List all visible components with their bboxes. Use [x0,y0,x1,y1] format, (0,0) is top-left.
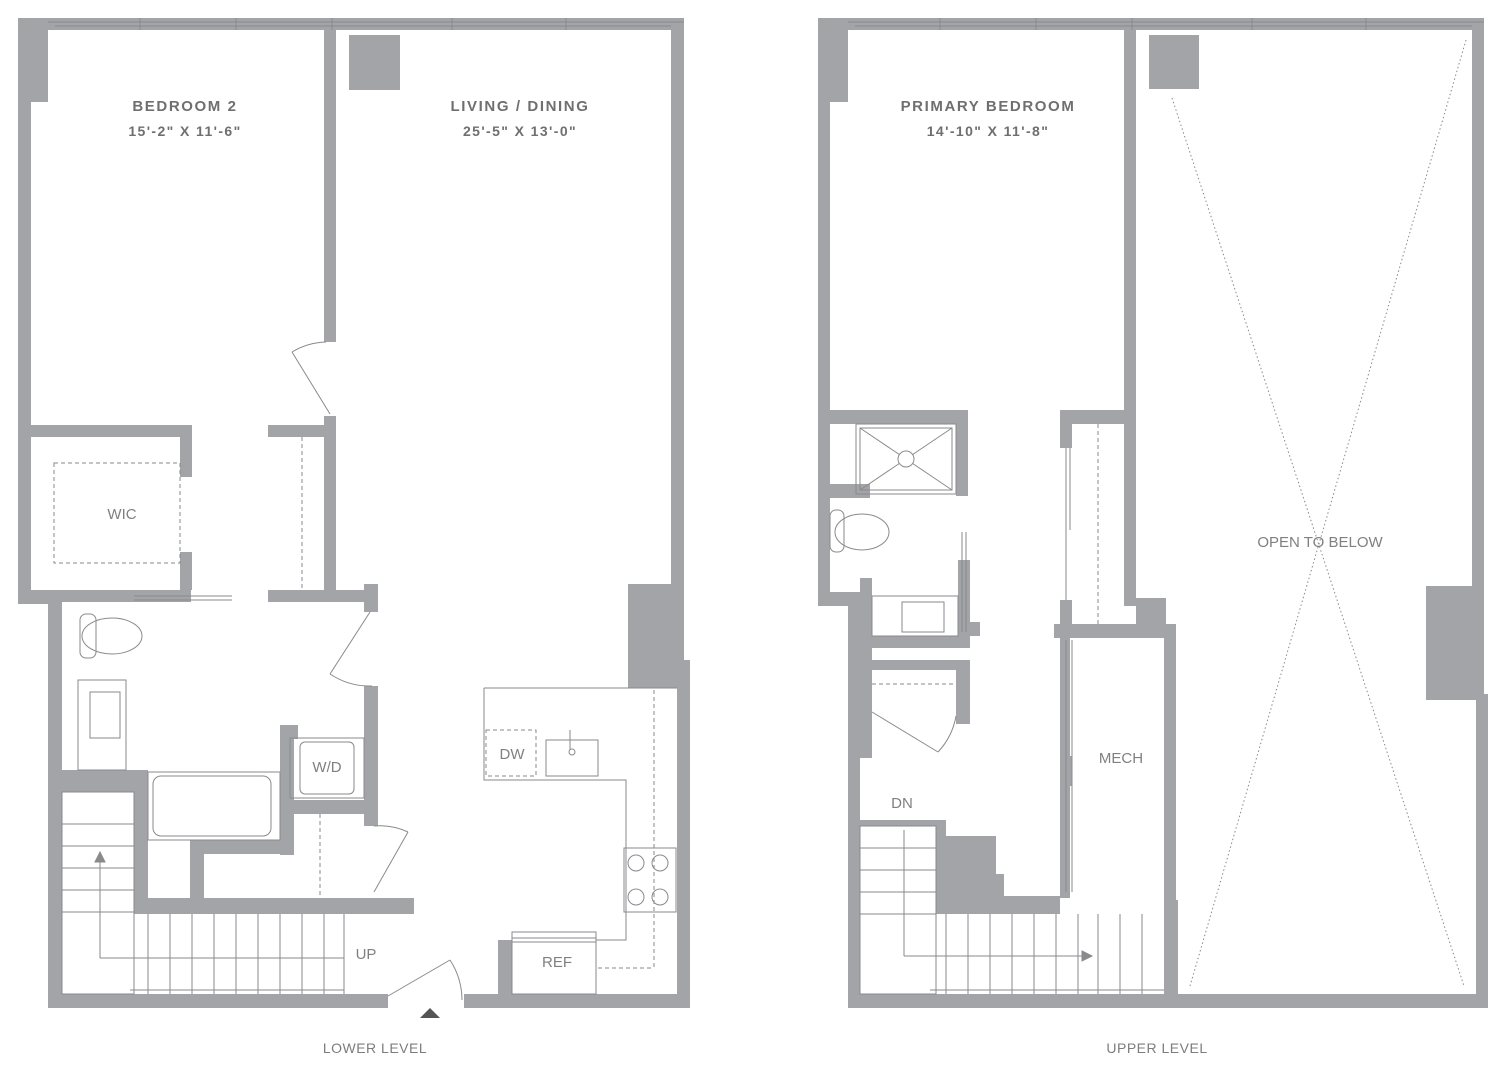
primary-bedroom-name: PRIMARY BEDROOM [900,98,1076,115]
mech-label: MECH [1098,750,1144,767]
dw-label: DW [499,746,525,763]
open-to-below-cross [1171,39,1467,987]
upper-stairs [859,825,1164,995]
ref-label: REF [542,954,572,971]
lower-dashed [53,437,655,969]
upper-level-title: UPPER LEVEL [1106,1040,1208,1056]
living-name: LIVING / DINING [450,98,590,115]
primary-bedroom-dims: 14'-10" X 11'-8" [926,123,1050,139]
bedroom2-dims: 15'-2" X 11'-6" [128,123,242,139]
upper-walls [818,18,1488,1008]
lower-level-title: LOWER LEVEL [322,1040,428,1056]
lower-windows [48,18,684,30]
lower-walls [18,18,690,1008]
lower-bath [77,613,365,841]
upper-dashed [872,424,1099,685]
open-to-below-label: OPEN TO BELOW [1257,534,1383,551]
wd-label: W/D [312,759,342,776]
kitchen [483,687,677,995]
upper-windows [848,18,1484,30]
lower-stairs [61,791,345,995]
bedroom2-name: BEDROOM 2 [132,98,238,115]
living-dims: 25'-5" X 13'-0" [462,123,578,139]
dn-label: DN [891,795,913,812]
upper-bath [829,423,1073,892]
lower-level-plan [18,18,690,1018]
wic-label: WIC [107,506,137,523]
upper-level-plan [818,18,1488,1008]
up-label: UP [355,946,377,963]
lower-doors [134,341,463,1018]
